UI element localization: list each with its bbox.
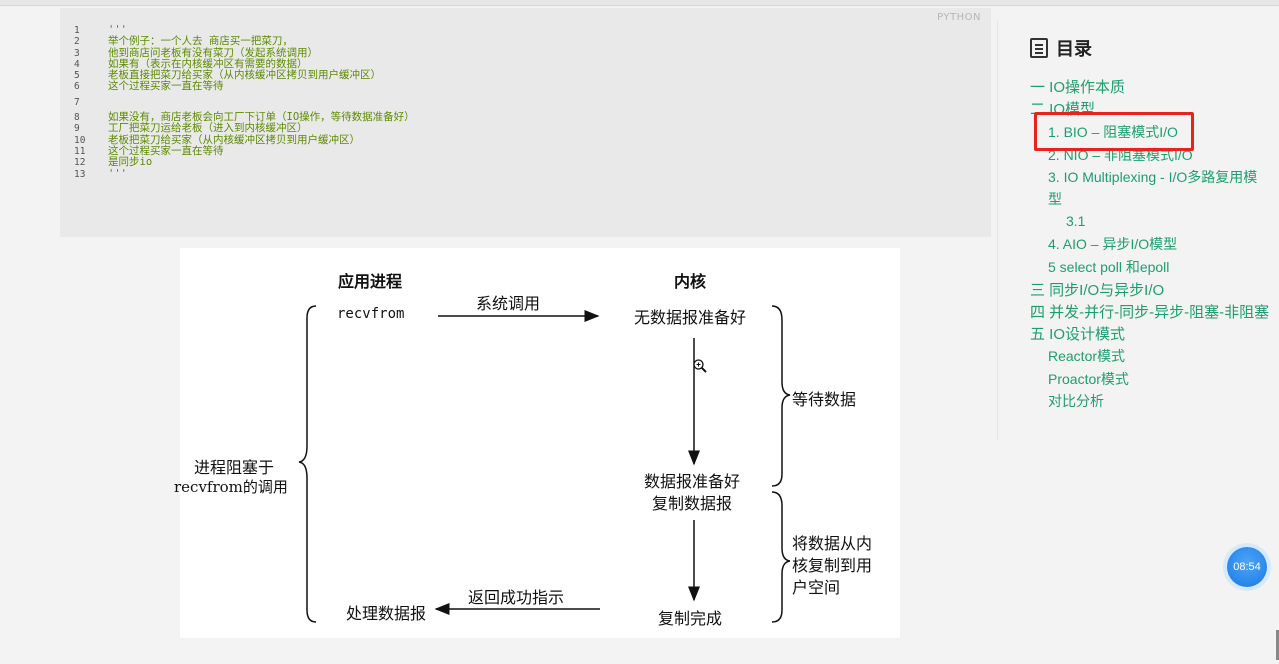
zoom-cursor-icon [693,359,707,373]
toc-item[interactable]: 五 IO设计模式 [1030,326,1126,343]
code-text: 他到商店问老板有没有菜刀（发起系统调用） [108,46,318,59]
copy-brace [771,491,791,623]
line-number: 6 [74,81,80,93]
code-text: 工厂把菜刀运给老板（进入到内核缓冲区） [108,122,308,135]
catalog-icon [1030,38,1048,58]
line-number: 9 [74,123,80,135]
line-number: 12 [74,157,86,169]
line-number: 13 [74,168,86,180]
code-line: 3 他到商店问老板有没有菜刀（发起系统调用） [74,46,415,59]
toc-header: 目录 [1030,35,1092,61]
toc-item[interactable]: 三 同步I/O与异步I/O [1030,282,1165,299]
code-text: ''' [108,24,127,36]
line-number: 4 [74,58,80,70]
line-number: 10 [74,134,86,146]
toc-item-selected[interactable]: 1. BIO – 阻塞模式I/O [1048,124,1178,140]
toc-item[interactable]: 3.1 [1066,213,1086,229]
table-of-contents: 目录 一 IO操作本质 二 IO模型 1. BIO – 阻塞模式I/O 2. N… [1012,33,1279,433]
bio-model-diagram: 应用进程 内核 recvfrom 系统调用 无数据报准备好 数据报准备好 复制数… [174,248,900,638]
toc-item[interactable]: 3. IO Multiplexing - I/O多路复用模 [1048,169,1258,185]
line-number: 8 [74,112,80,124]
toc-item[interactable]: 4. AIO – 异步I/O模型 [1048,236,1178,252]
no-data-label: 无数据报准备好 [634,308,747,327]
toc-item[interactable]: Proactor模式 [1048,371,1129,387]
line-number: 11 [74,145,86,157]
code-text: 如果有（表示在内核缓冲区有需要的数据） [108,57,308,70]
code-line: 11 这个过程买家一直在等待 [74,144,415,157]
code-line: 2 举个例子：一个人去 商店买一把菜刀， [74,35,415,48]
wait-brace [771,305,791,487]
toc-item[interactable]: 对比分析 [1048,393,1104,409]
toc-item[interactable]: Reactor模式 [1048,348,1126,364]
code-language-label: PYTHON [937,12,981,23]
code-line: 12 是同步io [74,156,415,169]
syscall-label: 系统调用 [476,294,541,313]
code-text: 如果没有，商店老板会向工厂下订单（IO操作，等待数据准备好） [108,111,415,124]
toc-item[interactable]: 2. NIO – 非阻塞模式I/O [1048,147,1193,163]
timer-badge[interactable]: 08:54 [1227,547,1267,587]
blocked-label-line-1: 进程阻塞于 [194,458,275,477]
code-line: 1 ''' [74,24,415,36]
code-line: 9 工厂把菜刀运给老板（进入到内核缓冲区） [74,122,415,135]
code-text: 举个例子：一个人去 商店买一把菜刀， [108,35,293,48]
kernel-heading: 内核 [674,272,707,291]
blocked-label-line-2: recvfrom的调用 [174,478,288,496]
line-number: 2 [74,36,80,48]
copy-desc-line-3: 户空间 [792,578,841,597]
copy-data-label: 复制数据报 [652,494,733,513]
data-ready-label: 数据报准备好 [644,472,741,491]
copy-done-label: 复制完成 [658,609,723,628]
toc-title: 目录 [1056,39,1092,60]
code-text: 老板把菜刀给买家（从内核缓冲区拷贝到用户缓冲区） [108,133,360,146]
wait-data-label: 等待数据 [792,390,857,409]
code-line: 8 如果没有，商店老板会向工厂下订单（IO操作，等待数据准备好） [74,111,415,124]
return-ok-label: 返回成功指示 [468,588,565,607]
line-number: 7 [74,96,80,108]
left-brace [298,305,317,623]
code-text: 老板直接把菜刀给买家（从内核缓冲区拷贝到用户缓冲区） [108,69,381,82]
toc-item[interactable]: 5 select poll 和epoll [1048,259,1170,275]
line-number: 1 [74,25,80,36]
toc-item[interactable]: 型 [1048,191,1062,207]
code-text: 这个过程买家一直在等待 [108,144,224,157]
copy-desc-line-2: 核复制到用 [792,556,873,575]
copy-desc-line-1: 将数据从内 [792,534,873,553]
code-line: 7 [74,97,415,108]
line-number: 5 [74,70,80,82]
process-data-label: 处理数据报 [346,604,427,623]
window-edge-mark [1276,630,1279,660]
toc-item[interactable]: 一 IO操作本质 [1030,79,1126,96]
code-line: 10 老板把菜刀给买家（从内核缓冲区拷贝到用户缓冲区） [74,133,415,146]
toc-item[interactable]: 四 并发-并行-同步-异步-阻塞-非阻塞 [1030,304,1270,321]
app-process-heading: 应用进程 [338,272,403,291]
diagram-lines [298,305,791,623]
code-block: PYTHON 1 ''' 2 举个例子：一个人去 商店买一把菜刀， 3 他到商店问老板… [60,8,991,237]
top-bar [0,0,1279,6]
code-line: 13 ''' [74,167,415,180]
code-line: 5 老板直接把菜刀给买家（从内核缓冲区拷贝到用户缓冲区） [74,69,415,82]
code-text: 是同步io [108,156,153,169]
code-lines: 1 ''' 2 举个例子：一个人去 商店买一把菜刀， 3 他到商店问老板有没有菜刀（发… [74,24,415,180]
code-line: 4 如果有（表示在内核缓冲区有需要的数据） [74,57,415,70]
code-line: 6 这个过程买家一直在等待 [74,80,415,93]
toc-divider [997,20,998,440]
line-number: 3 [74,47,80,59]
recvfrom-label: recvfrom [337,306,405,322]
selection-highlight-box [1034,112,1194,151]
code-text: ''' [108,167,127,180]
code-text: 这个过程买家一直在等待 [108,80,224,93]
